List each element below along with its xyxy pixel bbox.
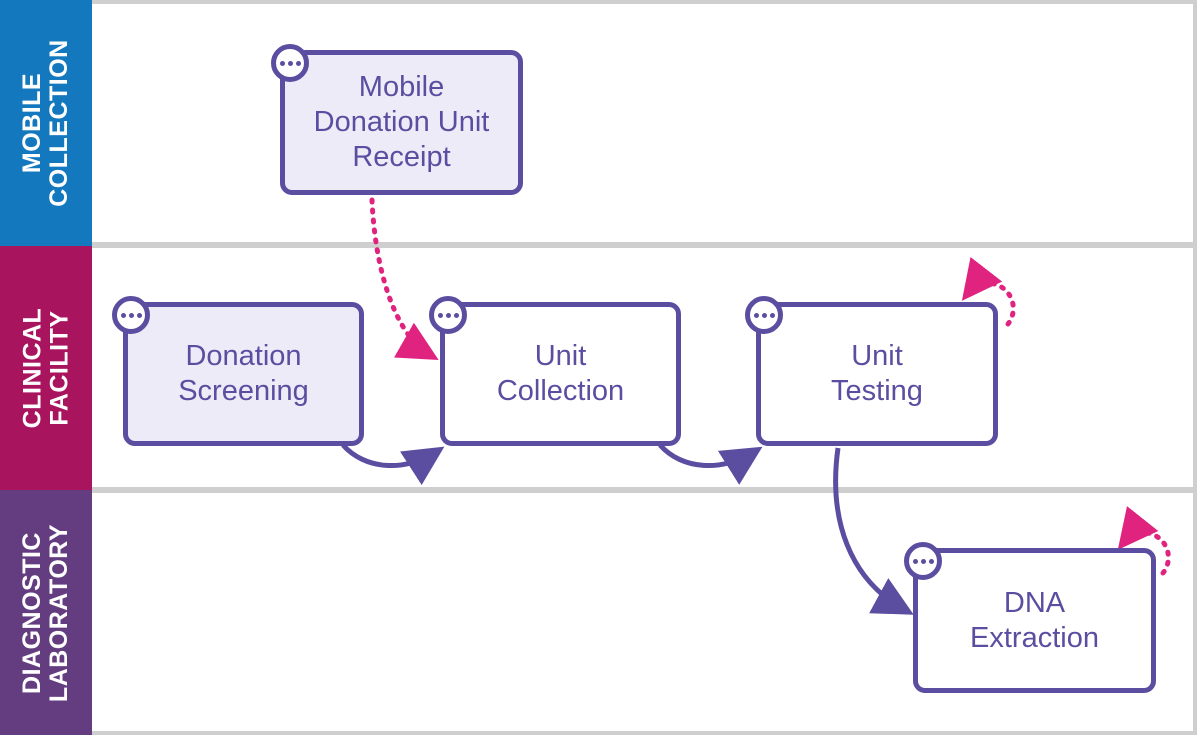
box-label-line: Collection xyxy=(496,375,625,407)
lane-label-clinical-facility: CLINICAL FACILITY xyxy=(0,246,92,490)
sequence-flow-collection-to-testing xyxy=(658,443,763,485)
more-options-icon[interactable] xyxy=(904,542,942,580)
box-label-line: Unit xyxy=(534,340,587,372)
process-donation-screening[interactable]: Donation Screening xyxy=(123,302,364,446)
box-label-line: Donation xyxy=(185,340,302,372)
box-label-line: Mobile xyxy=(358,71,445,103)
sequence-flow-screening-to-collection xyxy=(341,443,445,486)
box-label-line: Unit xyxy=(851,340,903,372)
process-unit-collection[interactable]: Unit Collection xyxy=(440,302,681,446)
lane-label-mobile-collection: MOBILE COLLECTION xyxy=(0,0,92,246)
box-label-line: Testing xyxy=(831,375,923,407)
message-flow-receipt-to-collection xyxy=(369,197,439,360)
sequence-flow-testing-to-extraction xyxy=(833,447,914,615)
lane-frame-diagnostic xyxy=(92,487,1197,735)
lane-frame-clinical xyxy=(92,242,1197,490)
box-label-line: Donation Unit xyxy=(313,106,490,138)
more-options-icon[interactable] xyxy=(429,296,467,334)
lane-label-diagnostic-laboratory: DIAGNOSTIC LABORATORY xyxy=(0,490,92,735)
process-unit-testing[interactable]: Unit Testing xyxy=(756,302,998,446)
more-options-icon[interactable] xyxy=(745,296,783,334)
process-dna-extraction[interactable]: DNA Extraction xyxy=(913,548,1156,693)
box-label-line: Extraction xyxy=(970,621,1099,654)
box-label-line: Screening xyxy=(178,375,309,407)
process-mobile-donation-unit-receipt[interactable]: Mobile Donation Unit Receipt xyxy=(280,50,523,195)
box-label-line: Receipt xyxy=(352,141,451,173)
more-options-icon[interactable] xyxy=(271,44,309,82)
loop-marker-dna-extraction xyxy=(1117,506,1171,576)
box-label-line: DNA xyxy=(1003,586,1066,619)
lane-frame-mobile xyxy=(92,0,1197,246)
more-options-icon[interactable] xyxy=(112,296,150,334)
loop-marker-unit-testing xyxy=(961,257,1016,327)
